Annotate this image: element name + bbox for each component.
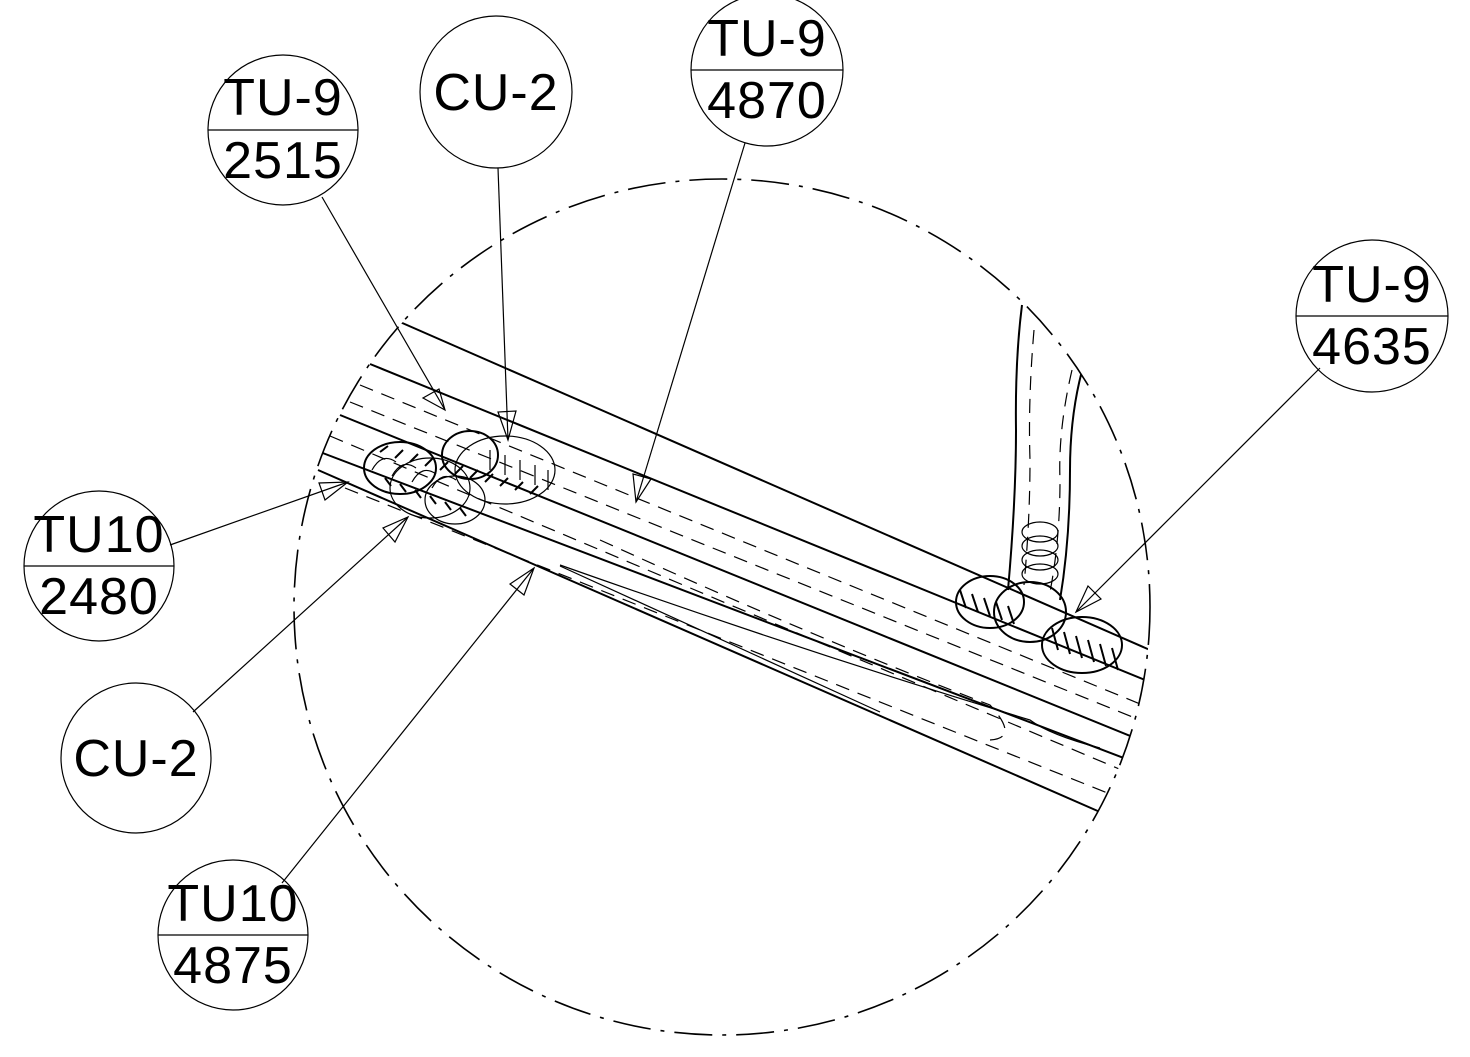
callout-length: 4870: [707, 72, 827, 130]
rebar-group: [317, 304, 1150, 813]
callout-mark: TU10: [167, 875, 298, 933]
callout-length: 4875: [173, 937, 293, 995]
detail-boundary-circle: [293, 178, 1151, 1036]
callout-tu9-4635: TU-9 4635: [1295, 239, 1449, 393]
callout-tu10-4875: TU10 4875: [157, 859, 309, 1011]
leaders: [169, 142, 1321, 884]
callout-length: 2515: [223, 132, 343, 190]
callout-mark: TU-9: [707, 10, 827, 68]
callout-mark: TU10: [33, 506, 164, 564]
callout-length: 2480: [39, 568, 159, 626]
callout-mark: TU-9: [1312, 256, 1432, 314]
callout-tu9-2515: TU-9 2515: [207, 54, 359, 206]
callout-mark: TU-9: [223, 69, 343, 127]
coupler-cluster-right: [955, 521, 1123, 674]
callout-cu2-top: CU-2: [419, 15, 573, 169]
callout-mark: CU-2: [433, 64, 558, 122]
callout-cu2-bottom: CU-2: [60, 682, 212, 834]
coupler-cluster-left: [363, 430, 556, 525]
callout-length: 4635: [1312, 318, 1432, 376]
callout-tu10-2480: TU10 2480: [23, 490, 175, 642]
callout-mark: CU-2: [73, 730, 198, 788]
callout-tu9-4870: TU-9 4870: [690, 0, 844, 147]
